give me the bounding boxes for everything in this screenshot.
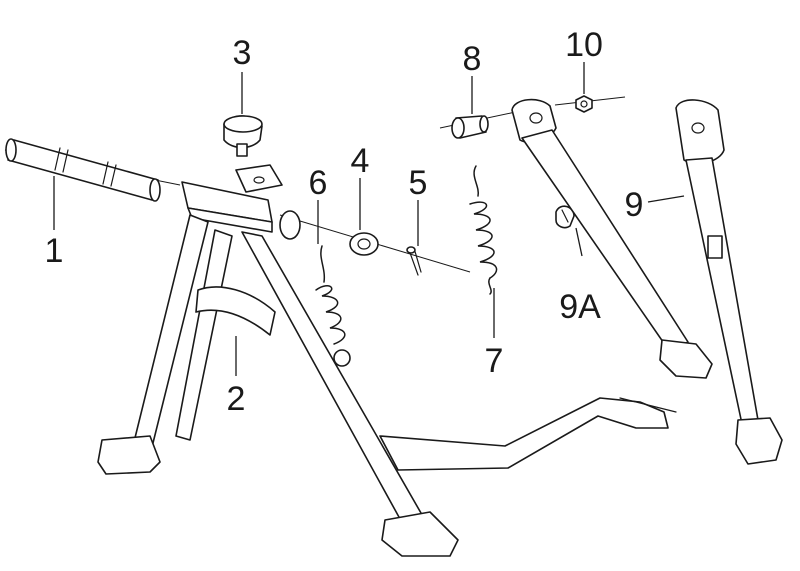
callout-4: 4 (351, 142, 370, 180)
spring-part-6 (315, 245, 351, 367)
callout-1: 1 (45, 232, 64, 270)
callout-labels: 1 2 3 4 5 6 7 8 9 9A 10 (45, 26, 644, 418)
callout-8: 8 (463, 40, 482, 78)
callout-10: 10 (565, 26, 603, 64)
spring-part-7 (469, 165, 498, 295)
callout-6: 6 (309, 164, 328, 202)
pivot-shaft-part (5, 138, 161, 202)
clip-part (555, 205, 575, 229)
callout-9a: 9A (559, 288, 601, 326)
callout-5: 5 (409, 164, 428, 202)
leader-lines (53, 62, 685, 376)
callout-9: 9 (625, 186, 644, 224)
side-stand-part (675, 99, 783, 465)
callout-2: 2 (227, 380, 246, 418)
cotter-pin-part (406, 246, 422, 276)
pivot-bolt-part (451, 115, 489, 139)
nut-part (575, 95, 593, 113)
callout-3: 3 (233, 34, 252, 72)
side-stand-assembled-part (511, 98, 713, 379)
main-stand-part (97, 164, 677, 557)
callout-7: 7 (485, 342, 504, 380)
rubber-bumper-part (223, 115, 263, 157)
washer-part (349, 232, 379, 256)
